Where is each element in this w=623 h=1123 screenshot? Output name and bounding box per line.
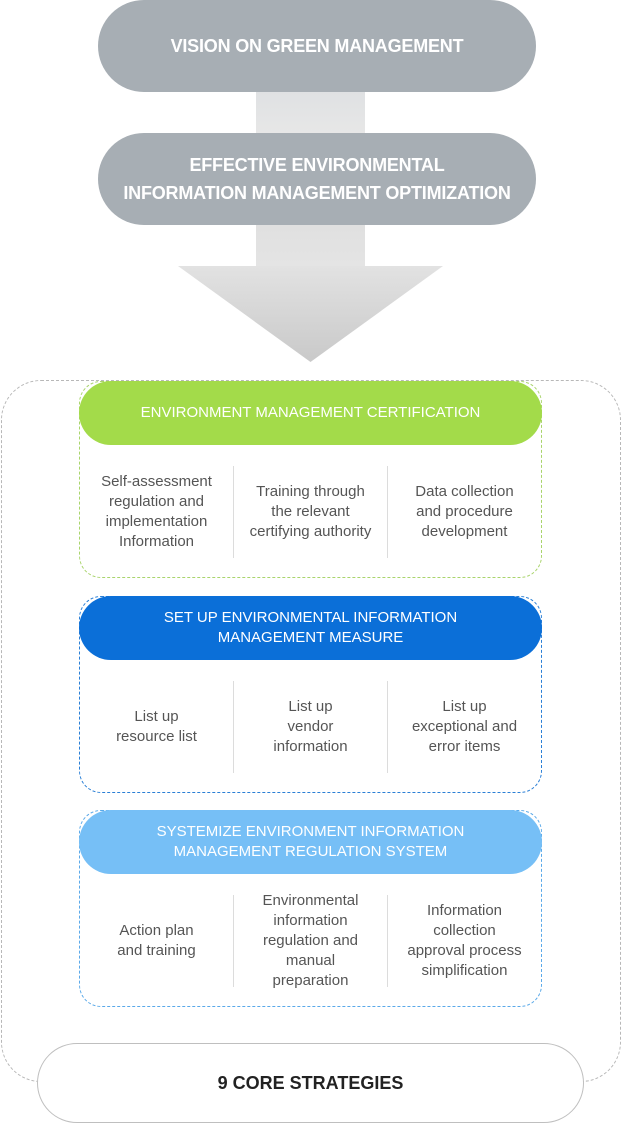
panel-title-line2: MANAGEMENT MEASURE [217, 629, 404, 646]
item-line: development [421, 523, 508, 540]
item-line: preparation [272, 972, 349, 989]
item-line: simplification [421, 962, 508, 979]
column-divider [233, 466, 234, 558]
item-line: information [273, 738, 348, 755]
strategy-item: Training through the relevant certifying… [234, 466, 387, 558]
strategy-item: Information collection approval process … [388, 895, 541, 987]
item-line: Self-assessment [101, 473, 212, 490]
strategy-item: Action plan and training [80, 895, 233, 987]
down-arrow-icon [178, 266, 443, 362]
item-line: regulation and [262, 932, 359, 949]
panel-certification: ENVIRONMENT MANAGEMENT CERTIFICATION Sel… [79, 381, 542, 578]
vision-pill: VISION ON GREEN MANAGEMENT [98, 0, 536, 92]
item-line: Data collection [415, 483, 514, 500]
strategy-item: Environmental information regulation and… [234, 892, 387, 989]
panel-regulation: SYSTEMIZE ENVIRONMENT INFORMATION MANAGE… [79, 810, 542, 1007]
panel-title-line2: MANAGEMENT REGULATION SYSTEM [173, 843, 448, 860]
item-line: implementation [105, 513, 208, 530]
column-divider [387, 895, 388, 987]
column-divider [233, 681, 234, 773]
item-line: Information [426, 902, 503, 919]
item-line: resource list [116, 728, 197, 745]
item-line: Action plan [119, 922, 194, 939]
panel-regulation-header: SYSTEMIZE ENVIRONMENT INFORMATION MANAGE… [79, 810, 542, 874]
panel-certification-header: ENVIRONMENT MANAGEMENT CERTIFICATION [79, 381, 542, 445]
column-divider [387, 681, 388, 773]
optimization-title-line2: INFORMATION MANAGEMENT OPTIMIZATION [123, 183, 511, 203]
item-line: regulation and [108, 493, 205, 510]
item-line: vendor [287, 718, 334, 735]
item-line: Information [118, 533, 195, 550]
panel-title-line1: SYSTEMIZE ENVIRONMENT INFORMATION [156, 823, 465, 840]
item-line: manual [285, 952, 336, 969]
panel-measure-header: SET UP ENVIRONMENTAL INFORMATION MANAGEM… [79, 596, 542, 660]
column-divider [387, 466, 388, 558]
vision-title: VISION ON GREEN MANAGEMENT [170, 35, 464, 56]
strategy-item: Data collection and procedure developmen… [388, 466, 541, 558]
item-line: the relevant [271, 503, 350, 520]
item-line: information [273, 912, 348, 929]
item-line: List up [442, 698, 487, 715]
item-line: error items [428, 738, 501, 755]
item-line: Training through [256, 483, 365, 500]
connector-stem-middle [256, 225, 365, 267]
item-line: exceptional and [411, 718, 518, 735]
strategy-item: List up resource list [80, 681, 233, 773]
panel-measure: SET UP ENVIRONMENTAL INFORMATION MANAGEM… [79, 596, 542, 793]
item-line: Environmental [262, 892, 359, 909]
item-line: collection [433, 922, 496, 939]
strategy-item: List up vendor information [234, 681, 387, 773]
strategy-item: Self-assessment regulation and implement… [80, 466, 233, 558]
connector-stem-top [256, 92, 365, 133]
item-line: List up [134, 708, 179, 725]
panel-title-line1: ENVIRONMENT MANAGEMENT CERTIFICATION [140, 404, 481, 421]
item-line: approval process [407, 942, 522, 959]
optimization-title-line1: EFFECTIVE ENVIRONMENTAL [189, 155, 445, 175]
panel-title-line1: SET UP ENVIRONMENTAL INFORMATION [163, 609, 458, 626]
item-line: and training [117, 942, 196, 959]
item-line: and procedure [416, 503, 513, 520]
optimization-pill: EFFECTIVE ENVIRONMENTAL INFORMATION MANA… [98, 133, 536, 225]
item-line: List up [288, 698, 333, 715]
core-strategies-pill: 9 CORE STRATEGIES [37, 1043, 584, 1123]
strategy-item: List up exceptional and error items [388, 681, 541, 773]
item-line: certifying authority [249, 523, 372, 540]
column-divider [233, 895, 234, 987]
core-strategies-title: 9 CORE STRATEGIES [217, 1072, 404, 1093]
